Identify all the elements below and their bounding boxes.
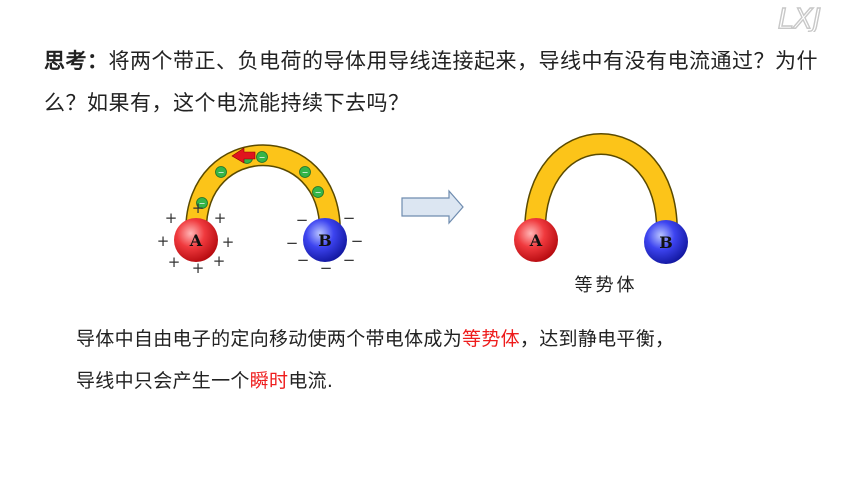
- svg-text:−: −: [297, 251, 310, 269]
- svg-text:+: +: [222, 233, 235, 251]
- sphere-a-label: A: [529, 231, 543, 250]
- electron: −: [215, 166, 227, 178]
- svg-text:−: −: [343, 209, 356, 227]
- brand-logo-icon: LXJ: [777, 1, 821, 35]
- electron: −: [312, 186, 324, 198]
- question-text: 将两个带正、负电荷的导体用导线连接起来，导线中有没有电流通过？为什么？如果有，这…: [44, 49, 818, 115]
- sphere-b-charged: B: [303, 218, 347, 262]
- svg-text:−: −: [320, 259, 333, 277]
- conclusion-text: 导线中只会产生一个: [76, 370, 250, 392]
- question-label: 思考：: [44, 49, 109, 73]
- right-arrow-icon: [401, 189, 464, 225]
- svg-text:−: −: [218, 168, 225, 177]
- svg-text:−: −: [302, 168, 309, 177]
- highlight-equipotential: 等势体: [462, 328, 520, 350]
- conclusion-line-2: 导线中只会产生一个瞬时电流.: [76, 360, 836, 402]
- conclusion-line-1: 导体中自由电子的定向移动使两个带电体成为等势体，达到静电平衡，: [76, 318, 836, 360]
- svg-text:−: −: [259, 153, 266, 162]
- svg-text:+: +: [192, 259, 205, 277]
- sphere-b-label: B: [318, 231, 332, 250]
- conclusion-paragraph: 导体中自由电子的定向移动使两个带电体成为等势体，达到静电平衡， 导线中只会产生一…: [76, 318, 836, 402]
- svg-text:+: +: [165, 209, 178, 227]
- question-paragraph: 思考：将两个带正、负电荷的导体用导线连接起来，导线中有没有电流通过？为什么？如果…: [44, 40, 834, 124]
- equipotential-caption: 等势体: [575, 275, 638, 296]
- svg-text:−: −: [296, 211, 309, 229]
- highlight-instant: 瞬时: [249, 370, 289, 392]
- svg-text:−: −: [315, 188, 322, 197]
- sphere-b-label: B: [659, 233, 673, 252]
- negative-charges: − − − − − − −: [286, 209, 364, 277]
- current-direction-arrow-icon: [231, 147, 256, 164]
- logo-text: LXJ: [778, 2, 821, 32]
- svg-text:+: +: [214, 209, 227, 227]
- svg-text:−: −: [286, 234, 299, 252]
- conclusion-text: ，达到静电平衡，: [519, 328, 675, 350]
- svg-text:−: −: [343, 251, 356, 269]
- svg-text:+: +: [213, 252, 226, 270]
- brand-logo: LXJ: [774, 1, 852, 36]
- svg-text:+: +: [192, 199, 205, 217]
- svg-text:−: −: [199, 199, 206, 208]
- electron: −: [196, 197, 208, 209]
- sphere-b-neutral: B: [644, 220, 688, 264]
- svg-text:+: +: [168, 253, 181, 271]
- electron: −: [299, 166, 311, 178]
- sphere-a-label: A: [189, 231, 203, 250]
- svg-text:+: +: [157, 232, 170, 250]
- right-wire: [524, 133, 678, 232]
- positive-charges: + + + + + + + +: [157, 199, 235, 277]
- svg-text:−: −: [351, 232, 364, 250]
- electron: −: [256, 151, 268, 163]
- sphere-a-neutral: A: [514, 218, 558, 262]
- conclusion-text: 电流.: [288, 370, 334, 392]
- sphere-a-charged: A: [174, 218, 218, 262]
- conclusion-text: 导体中自由电子的定向移动使两个带电体成为: [76, 328, 463, 350]
